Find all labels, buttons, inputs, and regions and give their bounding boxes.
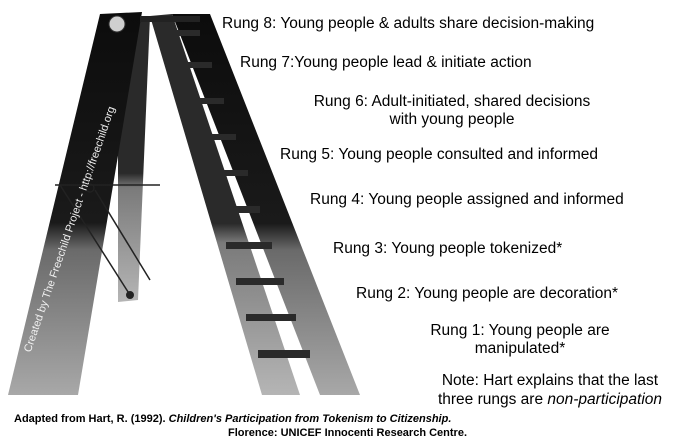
ladder-hinge [108,15,126,33]
rung-3-label: Rung 3: Young people tokenized* [333,240,563,257]
ladder-rung [186,98,224,104]
credit-line2: Florence: UNICEF Innocenti Research Cent… [228,427,467,439]
ladder-rung [236,278,284,285]
source-credit: Adapted from Hart, R. (1992). Children's… [0,412,695,440]
rung-7-label: Rung 7:Young people lead & initiate acti… [240,54,532,71]
rung-5-label: Rung 5: Young people consulted and infor… [280,146,598,163]
ladder-front-right-leg [172,14,360,395]
ladder-rung [196,134,236,140]
ladder-right-rail [150,14,300,395]
ladder-rung [216,206,260,213]
ladder-rung [206,170,248,176]
note-line2-pre: three rungs are [437,391,548,408]
credit-line1: Adapted from Hart, R. (1992). Children's… [14,412,695,426]
rung-1-label-line1: Rung 1: Young people are [430,322,610,339]
note-text: Note: Hart explains that the last three … [410,371,690,409]
credit-title: Children's Participation from Tokenism t… [168,413,452,425]
rung-6-label: Rung 6: Adult-initiated, shared decision… [262,93,642,129]
rung-6-label-line2: with young people [389,111,515,128]
rung-2-label: Rung 2: Young people are decoration* [356,285,618,302]
ladder-rung [226,242,272,249]
credit-line1-pre: Adapted from Hart, R. (1992). [14,413,169,425]
ladder-front-left-leg [8,12,142,395]
ladder-rung [258,350,310,358]
ladder-brace [94,189,151,281]
ladder-illustration [8,12,360,395]
note-line1: Note: Hart explains that the last [441,372,659,389]
ladder-bolt [85,183,95,193]
ladder-rung [176,62,212,68]
rung-1-label-line2: manipulated* [474,340,566,357]
rung-6-label-line1: Rung 6: Adult-initiated, shared decision… [313,93,591,110]
ladder-brace [59,184,131,296]
rung-4-label: Rung 4: Young people assigned and inform… [310,191,624,208]
note-line2-em: non-participation [547,391,663,408]
ladder-rungs [170,30,310,358]
ladder-rung [246,314,296,321]
ladder-top-cap [140,16,200,22]
ladder-bolt [126,291,134,299]
rung-1-label: Rung 1: Young people are manipulated* [385,322,655,358]
rung-8-label: Rung 8: Young people & adults share deci… [222,15,595,32]
ladder-rung [170,30,200,36]
